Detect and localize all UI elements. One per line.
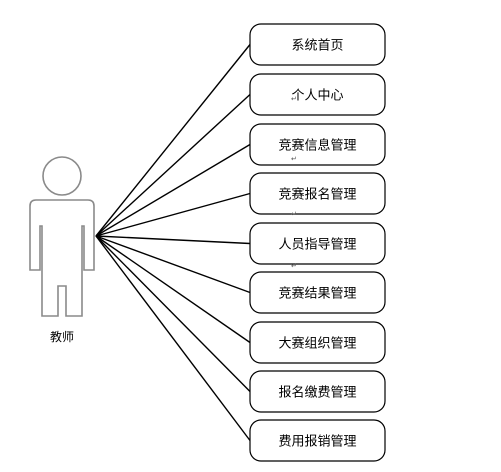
paragraph-mark: ↵	[291, 210, 297, 218]
use-case-label: 系统首页	[291, 39, 343, 54]
use-case-label: 竞赛结果管理	[278, 286, 356, 302]
use-case-label: 竞赛信息管理	[278, 138, 356, 154]
association-line	[95, 235, 251, 441]
use-case-label: 费用报销管理	[278, 435, 356, 450]
use-case-box: 竞赛报名管理 ↵	[249, 172, 386, 218]
use-case-box: 竞赛信息管理↵	[249, 123, 386, 166]
use-case-box: 系统首页	[249, 23, 386, 66]
use-case-label: 大赛组织管理	[278, 336, 356, 352]
association-line	[95, 235, 251, 245]
association-line	[95, 143, 251, 237]
use-case-outline	[249, 123, 386, 166]
association-lines	[95, 44, 251, 441]
use-case-outline	[249, 321, 386, 364]
use-case-outline	[249, 172, 386, 215]
use-case-label: 报名缴费管理	[278, 385, 356, 401]
use-case-box: 费用报销管理	[249, 419, 386, 462]
use-case-outline	[249, 23, 386, 66]
actor-label: 教师	[50, 329, 74, 344]
association-line	[95, 44, 251, 237]
use-case-outline	[249, 222, 386, 265]
use-case-outline	[249, 419, 386, 462]
use-case-outline	[249, 73, 386, 116]
use-case-list: 系统首页个人中心↵竞赛信息管理↵竞赛报名管理↵人员指导管理竞赛结果管理↵大赛组织…	[249, 23, 386, 462]
use-case-outline	[249, 370, 386, 413]
actor-teacher: 教师	[29, 156, 95, 344]
use-case-label: 个人中心	[291, 89, 343, 104]
paragraph-mark: ↵	[291, 155, 297, 163]
association-line	[95, 235, 251, 344]
use-case-label: 竞赛报名管理	[278, 187, 356, 203]
association-line	[95, 192, 251, 237]
use-case-outline	[249, 271, 386, 314]
use-case-box: 竞赛结果管理 ↵	[249, 262, 386, 314]
use-case-box: 人员指导管理	[249, 222, 386, 265]
use-case-label: 人员指导管理	[278, 238, 356, 253]
paragraph-mark: ↵	[291, 262, 297, 270]
use-case-box: 大赛组织管理	[249, 321, 386, 364]
person-icon	[29, 156, 95, 317]
association-line	[95, 93, 251, 237]
use-case-box: 个人中心↵	[249, 73, 386, 116]
association-line	[95, 235, 251, 294]
paragraph-mark: ↵	[291, 95, 297, 103]
use-case-box: 报名缴费管理	[249, 370, 386, 413]
association-line	[95, 235, 251, 392]
